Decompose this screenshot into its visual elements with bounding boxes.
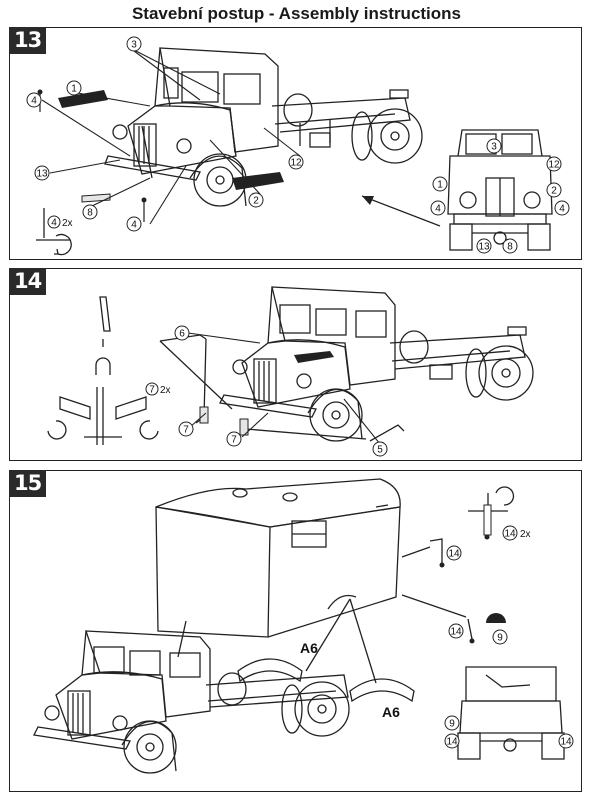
svg-text:7: 7	[231, 435, 237, 446]
callout-1: 1	[66, 80, 82, 96]
svg-text:3: 3	[131, 40, 137, 51]
fv-callout-3: 3	[486, 138, 502, 154]
svg-text:4: 4	[31, 96, 37, 107]
svg-text:14: 14	[450, 627, 462, 638]
step-13-drawing: 1 2 3 4 4 8 12 13 3 12 1 2 4 4 13 8 4 2x	[26, 36, 570, 256]
callout-14c: 14	[444, 733, 460, 749]
svg-text:2: 2	[551, 186, 557, 197]
qty-4-2x: 4 2x	[47, 215, 73, 229]
step-15-callouts: 14 2x 14 14 9 9 14 14 A6 A6	[300, 525, 574, 749]
fv-callout-4a: 4	[430, 200, 446, 216]
svg-text:4: 4	[435, 204, 441, 215]
fv-callout-4b: 4	[554, 200, 570, 216]
fv-callout-8: 8	[502, 238, 518, 254]
callout-4b: 4	[126, 216, 142, 232]
svg-text:7: 7	[183, 425, 189, 436]
svg-text:2x: 2x	[520, 529, 531, 540]
step-14-panel: 14	[9, 268, 582, 461]
svg-text:12: 12	[290, 158, 302, 169]
svg-text:4: 4	[51, 218, 57, 229]
callout-14d: 14	[558, 733, 574, 749]
part-label-a6-bottom: A6	[382, 704, 400, 720]
svg-text:13: 13	[36, 169, 48, 180]
svg-text:14: 14	[504, 529, 516, 540]
truck-rear-view-drawing	[457, 666, 565, 760]
callout-7a: 7	[178, 421, 194, 437]
svg-text:5: 5	[377, 445, 383, 456]
svg-text:1: 1	[437, 180, 443, 191]
part-1-strip	[58, 90, 108, 108]
step-14-drawing: 6 7 7 5 7 2x	[47, 286, 534, 457]
callout-12: 12	[288, 154, 304, 170]
step-13-callouts: 1 2 3 4 4 8 12 13 3 12 1 2 4 4 13 8 4 2x	[26, 36, 570, 254]
svg-text:6: 6	[179, 329, 185, 340]
qty-7-2x: 7 2x	[145, 382, 171, 396]
svg-text:14: 14	[446, 737, 458, 748]
callout-7b: 7	[226, 431, 242, 447]
step-14-callouts: 6 7 7 5 7 2x	[145, 325, 388, 457]
svg-text:2x: 2x	[160, 385, 171, 396]
svg-text:4: 4	[559, 204, 565, 215]
callout-2: 2	[248, 192, 264, 208]
svg-text:2: 2	[253, 196, 259, 207]
callout-8: 8	[82, 204, 98, 220]
step-13-panel: 13	[9, 27, 582, 260]
truck-front-view-drawing	[447, 129, 553, 251]
svg-text:9: 9	[497, 633, 503, 644]
fv-callout-1: 1	[432, 176, 448, 192]
svg-text:14: 14	[448, 549, 460, 560]
step-15-drawing: 14 2x 14 14 9 9 14 14 A6 A6	[33, 478, 574, 774]
step-number-badge: 14	[9, 268, 47, 295]
callout-14a: 14	[446, 545, 462, 561]
callout-9a: 9	[492, 629, 508, 645]
svg-text:8: 8	[507, 242, 513, 253]
svg-text:9: 9	[449, 719, 455, 730]
glue-tube-icon	[429, 504, 506, 644]
fv-callout-12: 12	[546, 156, 562, 172]
svg-text:7: 7	[149, 385, 155, 396]
callout-6: 6	[174, 325, 190, 341]
callout-13: 13	[34, 165, 50, 181]
part-label-a6-top: A6	[300, 640, 318, 656]
svg-text:4: 4	[131, 220, 137, 231]
svg-text:3: 3	[491, 142, 497, 153]
fv-callout-13: 13	[476, 238, 492, 254]
svg-text:2x: 2x	[62, 218, 73, 229]
svg-text:8: 8	[87, 208, 93, 219]
callout-3: 3	[126, 36, 142, 52]
callout-14b: 14	[448, 623, 464, 639]
svg-text:14: 14	[560, 737, 572, 748]
callout-4: 4	[26, 92, 42, 108]
svg-text:1: 1	[71, 84, 77, 95]
bend-arrow-icon	[47, 296, 159, 445]
qty-14-2x: 14 2x	[502, 525, 531, 541]
page-title: Stavební postup - Assembly instructions	[131, 4, 462, 23]
callout-5: 5	[372, 441, 388, 457]
svg-text:13: 13	[478, 242, 490, 253]
rotate-arrow-icon	[36, 208, 72, 256]
truck-cab-drawing	[219, 286, 534, 442]
truck-cab-drawing	[33, 630, 350, 774]
step-number-badge: 13	[9, 27, 47, 54]
van-body-drawing	[155, 478, 401, 638]
fv-callout-2: 2	[546, 182, 562, 198]
part-2-strip	[232, 172, 284, 190]
step-number-badge: 15	[9, 470, 47, 497]
step-15-panel: 15	[9, 470, 582, 792]
svg-text:12: 12	[548, 160, 560, 171]
callout-9b: 9	[444, 715, 460, 731]
